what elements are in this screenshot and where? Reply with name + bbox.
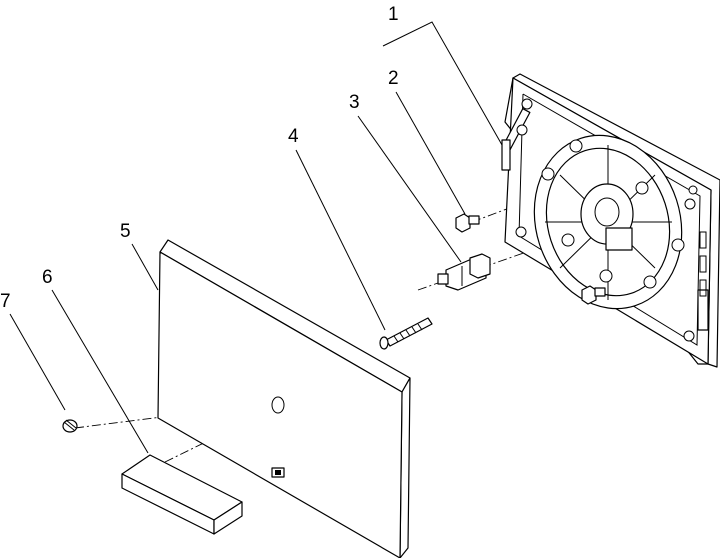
block-part — [121, 454, 243, 535]
long-screw-shank — [385, 317, 433, 347]
set-screw-thread-1 — [63, 421, 75, 431]
mount-hub-block — [605, 227, 633, 251]
frame-tab-left — [501, 139, 511, 171]
leader-1 — [382, 21, 507, 153]
mounting-frame — [501, 73, 720, 368]
thread-3 — [405, 329, 411, 337]
thread-1 — [393, 335, 399, 343]
frame-slot-1 — [699, 231, 707, 249]
screw-2-upper — [455, 213, 480, 233]
frame-slot-3 — [699, 279, 707, 297]
boss-right — [635, 181, 649, 195]
mount-hub-hole — [594, 197, 620, 227]
boss-left — [541, 167, 555, 181]
set-screw-body — [62, 419, 78, 433]
callout-5: 5 — [120, 221, 131, 242]
screw-2-lower — [581, 285, 606, 305]
callout-4: 4 — [288, 126, 299, 147]
frame-hole-3 — [515, 226, 527, 238]
callout-7: 7 — [0, 291, 11, 312]
leader-lines — [9, 21, 507, 454]
leader-5 — [131, 243, 159, 291]
cover-indicator-mark — [275, 470, 281, 475]
screw-2b-head — [581, 285, 597, 305]
boss-top — [569, 139, 583, 153]
leader-2 — [395, 91, 466, 215]
spacer-bolt — [437, 253, 491, 291]
frame-tab-bottom-right — [697, 289, 709, 331]
long-screw-head — [379, 336, 389, 350]
frame-hole-1 — [521, 98, 533, 110]
thread-4 — [411, 326, 417, 334]
frame-hole-6 — [688, 185, 698, 195]
frame-hole-4 — [684, 198, 696, 210]
boss-bottom-right — [643, 275, 657, 289]
boss-far-right — [671, 238, 685, 252]
leader-4 — [295, 149, 386, 331]
cover-hole — [271, 396, 285, 414]
leader-7 — [9, 313, 66, 411]
leader-6 — [51, 289, 149, 454]
thread-2 — [399, 332, 405, 340]
callout-6: 6 — [42, 267, 53, 288]
screw-2-head — [455, 213, 471, 233]
callout-3: 3 — [349, 92, 360, 113]
long-screw — [379, 317, 433, 350]
boss-bottom-left — [561, 233, 575, 247]
frame-slot-2 — [699, 255, 707, 273]
thread-5 — [417, 323, 423, 331]
frame-hole-5 — [683, 330, 695, 342]
spacer-stub — [437, 273, 449, 285]
callout-2: 2 — [388, 68, 399, 89]
block-side — [213, 501, 243, 535]
callout-1: 1 — [388, 4, 399, 25]
leader-3 — [357, 115, 462, 263]
screw-2b-shank — [594, 287, 606, 297]
spacer-hex — [469, 253, 491, 279]
boss-bottom — [599, 269, 613, 283]
cover-plate — [157, 239, 411, 558]
set-screw — [62, 419, 78, 433]
frame-hole-2 — [516, 124, 528, 136]
set-screw-thread-2 — [65, 419, 77, 429]
screw-2-shank — [468, 215, 480, 225]
